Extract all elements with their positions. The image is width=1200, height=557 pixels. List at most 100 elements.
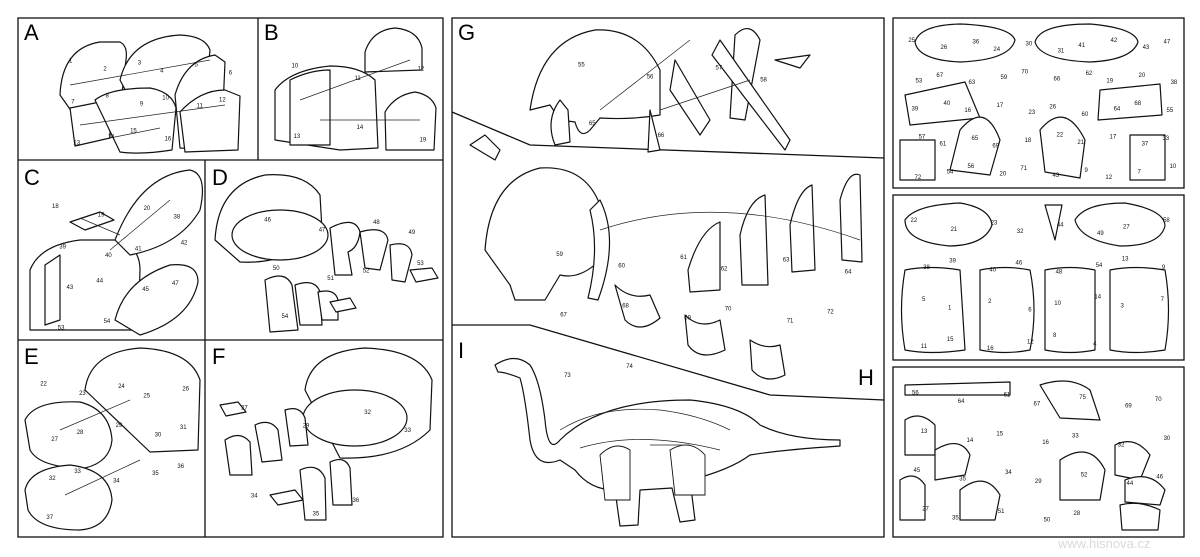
part-number-callout: 71 <box>1020 166 1027 172</box>
part-number-callout: 56 <box>968 164 975 170</box>
panel-g-illustration <box>529 28 811 153</box>
part-number-callout: 29 <box>1035 479 1042 485</box>
part-number-callout: 41 <box>135 247 142 253</box>
part-number-callout: 60 <box>1082 112 1089 118</box>
parts-sheet-top <box>892 17 1185 189</box>
part-number-callout: 61 <box>940 142 947 148</box>
part-number-callout: 68 <box>1134 101 1141 107</box>
part-number-callout: 31 <box>180 425 187 431</box>
part-number-callout: 40 <box>105 253 112 259</box>
part-number-callout: 14 <box>1094 295 1101 301</box>
part-number-callout: 33 <box>404 428 411 434</box>
part-number-callout: 4 <box>1093 342 1097 348</box>
callout-numbers: 1234567891011121314151610111213141918192… <box>40 38 1178 524</box>
part-number-callout: 28 <box>1074 511 1081 517</box>
part-number-callout: 15 <box>996 431 1003 437</box>
part-number-callout: 74 <box>626 364 633 370</box>
part-number-callout: 20 <box>144 206 151 212</box>
step-label-h: H <box>858 365 874 390</box>
parts-sheet-outlines <box>899 23 1170 531</box>
part-number-callout: 19 <box>420 137 427 143</box>
part-number-callout: 9 <box>1162 265 1166 271</box>
part-number-callout: 27 <box>922 507 929 513</box>
part-number-callout: 42 <box>181 240 188 246</box>
part-number-callout: 1 <box>948 306 952 312</box>
part-number-callout: 73 <box>564 373 571 379</box>
part-number-callout: 7 <box>1161 297 1165 303</box>
panel-e-illustration <box>24 347 201 531</box>
part-number-callout: 40 <box>989 267 996 273</box>
part-number-callout: 6 <box>229 71 233 77</box>
part-number-callout: 23 <box>1029 110 1036 116</box>
part-number-callout: 13 <box>294 134 301 140</box>
part-number-callout: 39 <box>949 259 956 265</box>
part-number-callout: 61 <box>1004 393 1011 399</box>
part-number-callout: 69 <box>1125 404 1132 410</box>
panel-a-illustration <box>59 34 241 154</box>
part-number-callout: 37 <box>1142 142 1149 148</box>
part-number-callout: 14 <box>967 438 974 444</box>
step-label-c: C <box>24 165 40 190</box>
part-number-callout: 57 <box>716 65 723 71</box>
part-number-callout: 58 <box>760 77 767 83</box>
part-number-callout: 12 <box>219 98 226 104</box>
part-number-callout: 12 <box>418 67 425 73</box>
step-label-e: E <box>24 344 39 369</box>
panel-h-illustration <box>469 134 863 380</box>
panel-f-illustration <box>219 347 433 521</box>
left-frame <box>17 17 444 538</box>
part-number-callout: 30 <box>1026 41 1033 47</box>
panel-c-illustration <box>29 169 203 336</box>
part-number-callout: 7 <box>71 100 75 106</box>
part-number-callout: 35 <box>313 512 320 518</box>
part-number-callout: 46 <box>1156 475 1163 481</box>
part-number-callout: 10 <box>162 96 169 102</box>
part-number-callout: 33 <box>1162 136 1169 142</box>
part-number-callout: 53 <box>417 261 424 267</box>
part-number-callout: 50 <box>273 266 280 272</box>
part-number-callout: 47 <box>172 281 179 287</box>
part-number-callout: 70 <box>1155 397 1162 403</box>
part-number-callout: 36 <box>177 464 184 470</box>
part-number-callout: 2 <box>988 299 992 305</box>
part-number-callout: 64 <box>845 270 852 276</box>
part-number-callout: 27 <box>1123 225 1130 231</box>
part-number-callout: 11 <box>921 344 928 350</box>
part-number-callout: 48 <box>1056 270 1063 276</box>
part-number-callout: 53 <box>916 78 923 84</box>
part-number-callout: 19 <box>1106 78 1113 84</box>
part-number-callout: 54 <box>1096 263 1103 269</box>
part-number-callout: 23 <box>79 391 86 397</box>
part-number-callout: 19 <box>98 212 105 218</box>
part-number-callout: 7 <box>1138 170 1142 176</box>
part-number-callout: 38 <box>174 215 181 221</box>
step-label-i: I <box>458 338 464 363</box>
part-number-callout: 66 <box>658 133 665 139</box>
part-number-callout: 45 <box>914 468 921 474</box>
part-number-callout: 43 <box>1053 173 1060 179</box>
parts-sheet-middle <box>892 194 1185 361</box>
part-number-callout: 67 <box>560 312 567 318</box>
panel-b-illustration <box>274 27 437 151</box>
part-number-callout: 27 <box>241 406 248 412</box>
part-number-callout: 12 <box>1105 175 1112 181</box>
part-number-callout: 43 <box>67 285 74 291</box>
part-number-callout: 71 <box>787 318 794 324</box>
step-labels: A B C D E F G H I <box>24 20 874 390</box>
part-number-callout: 32 <box>1118 442 1125 448</box>
part-number-callout: 38 <box>1171 80 1178 86</box>
parts-sheet-bottom <box>892 366 1185 538</box>
part-number-callout: 34 <box>1005 470 1012 476</box>
part-number-callout: 40 <box>944 101 951 107</box>
part-number-callout: 18 <box>52 204 59 210</box>
part-number-callout: 46 <box>264 218 271 224</box>
part-number-callout: 20 <box>1000 171 1007 177</box>
part-number-callout: 72 <box>827 309 834 315</box>
part-number-callout: 22 <box>40 382 47 388</box>
part-number-callout: 25 <box>143 393 150 399</box>
part-number-callout: 42 <box>1111 38 1118 44</box>
part-number-callout: 69 <box>684 315 691 321</box>
part-number-callout: 49 <box>1097 231 1104 237</box>
part-number-callout: 27 <box>51 437 58 443</box>
part-number-callout: 72 <box>915 175 922 181</box>
